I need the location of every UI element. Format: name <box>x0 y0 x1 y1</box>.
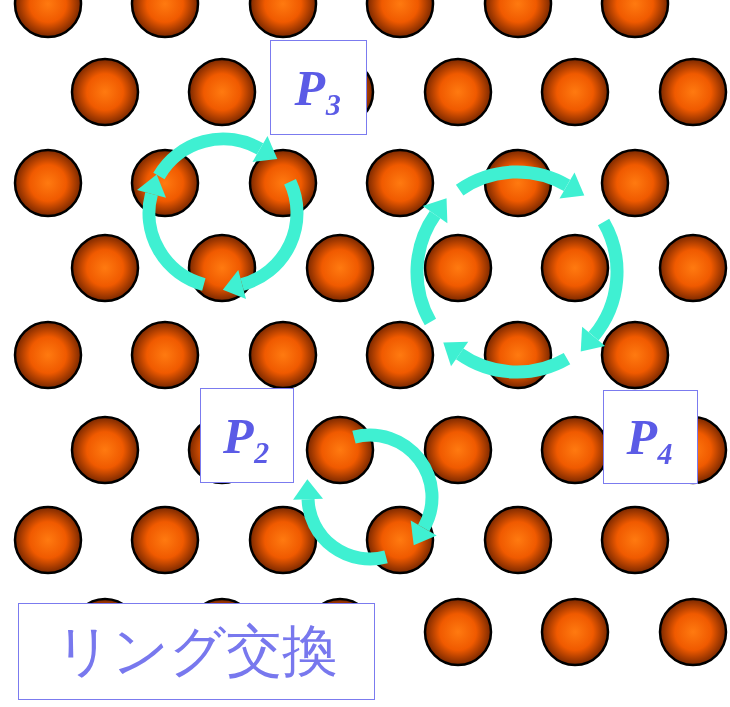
exchange-arrows <box>137 136 617 559</box>
atom <box>542 417 608 483</box>
atom <box>660 235 726 301</box>
exchange-arrow-head <box>293 479 323 500</box>
atom <box>542 235 608 301</box>
atom <box>367 322 433 388</box>
atom <box>485 150 551 216</box>
exchange-label: P₂ <box>200 388 294 483</box>
atom <box>542 59 608 125</box>
atom <box>660 599 726 665</box>
exchange-arrow-body <box>149 194 204 285</box>
exchange-arrow-head <box>411 521 437 546</box>
caption-text: リング交換 <box>55 614 338 690</box>
atom <box>250 322 316 388</box>
exchange-label: P₃ <box>270 40 367 135</box>
exchange-arrow-head <box>223 270 246 299</box>
exchange-arrow-body <box>354 435 432 528</box>
exchange-symbol: P₂ <box>223 407 271 465</box>
atom <box>15 507 81 573</box>
exchange-arrow-body <box>460 172 567 190</box>
atom <box>132 0 198 37</box>
exchange-arrow-head <box>423 198 448 223</box>
atom <box>15 150 81 216</box>
atom <box>602 507 668 573</box>
atom <box>660 59 726 125</box>
atom-group <box>15 0 726 665</box>
atom <box>72 417 138 483</box>
atom <box>307 417 373 483</box>
atom <box>72 235 138 301</box>
title-box: リング交換 <box>18 603 375 700</box>
atom <box>485 0 551 37</box>
atom <box>132 507 198 573</box>
exchange-symbol: P₃ <box>295 59 343 117</box>
atom <box>425 599 491 665</box>
exchange-label: P₄ <box>603 390 698 484</box>
atom <box>189 235 255 301</box>
atom <box>602 150 668 216</box>
exchange-arrow-body <box>308 499 386 559</box>
atom <box>15 0 81 37</box>
exchange-arrow-body <box>460 354 567 372</box>
exchange-arrow-body <box>242 182 297 285</box>
atom <box>425 235 491 301</box>
atom <box>602 322 668 388</box>
atom <box>72 59 138 125</box>
exchange-arrow-body <box>417 215 435 322</box>
atom <box>15 322 81 388</box>
exchange-arrow-body <box>594 222 617 336</box>
exchange-arrow-head <box>253 136 278 162</box>
atom <box>485 507 551 573</box>
atom <box>602 0 668 37</box>
exchange-arrow-head <box>581 327 605 352</box>
atom <box>425 417 491 483</box>
atom <box>367 0 433 37</box>
atom <box>250 0 316 37</box>
atom <box>307 235 373 301</box>
exchange-arrow-body <box>159 139 260 176</box>
atom <box>425 59 491 125</box>
exchange-arrow-head <box>560 172 585 198</box>
atom <box>189 59 255 125</box>
atom <box>132 322 198 388</box>
exchange-arrow-head <box>137 175 166 198</box>
exchange-symbol: P₄ <box>627 408 675 466</box>
atom <box>542 599 608 665</box>
exchange-arrow-head <box>443 342 468 367</box>
